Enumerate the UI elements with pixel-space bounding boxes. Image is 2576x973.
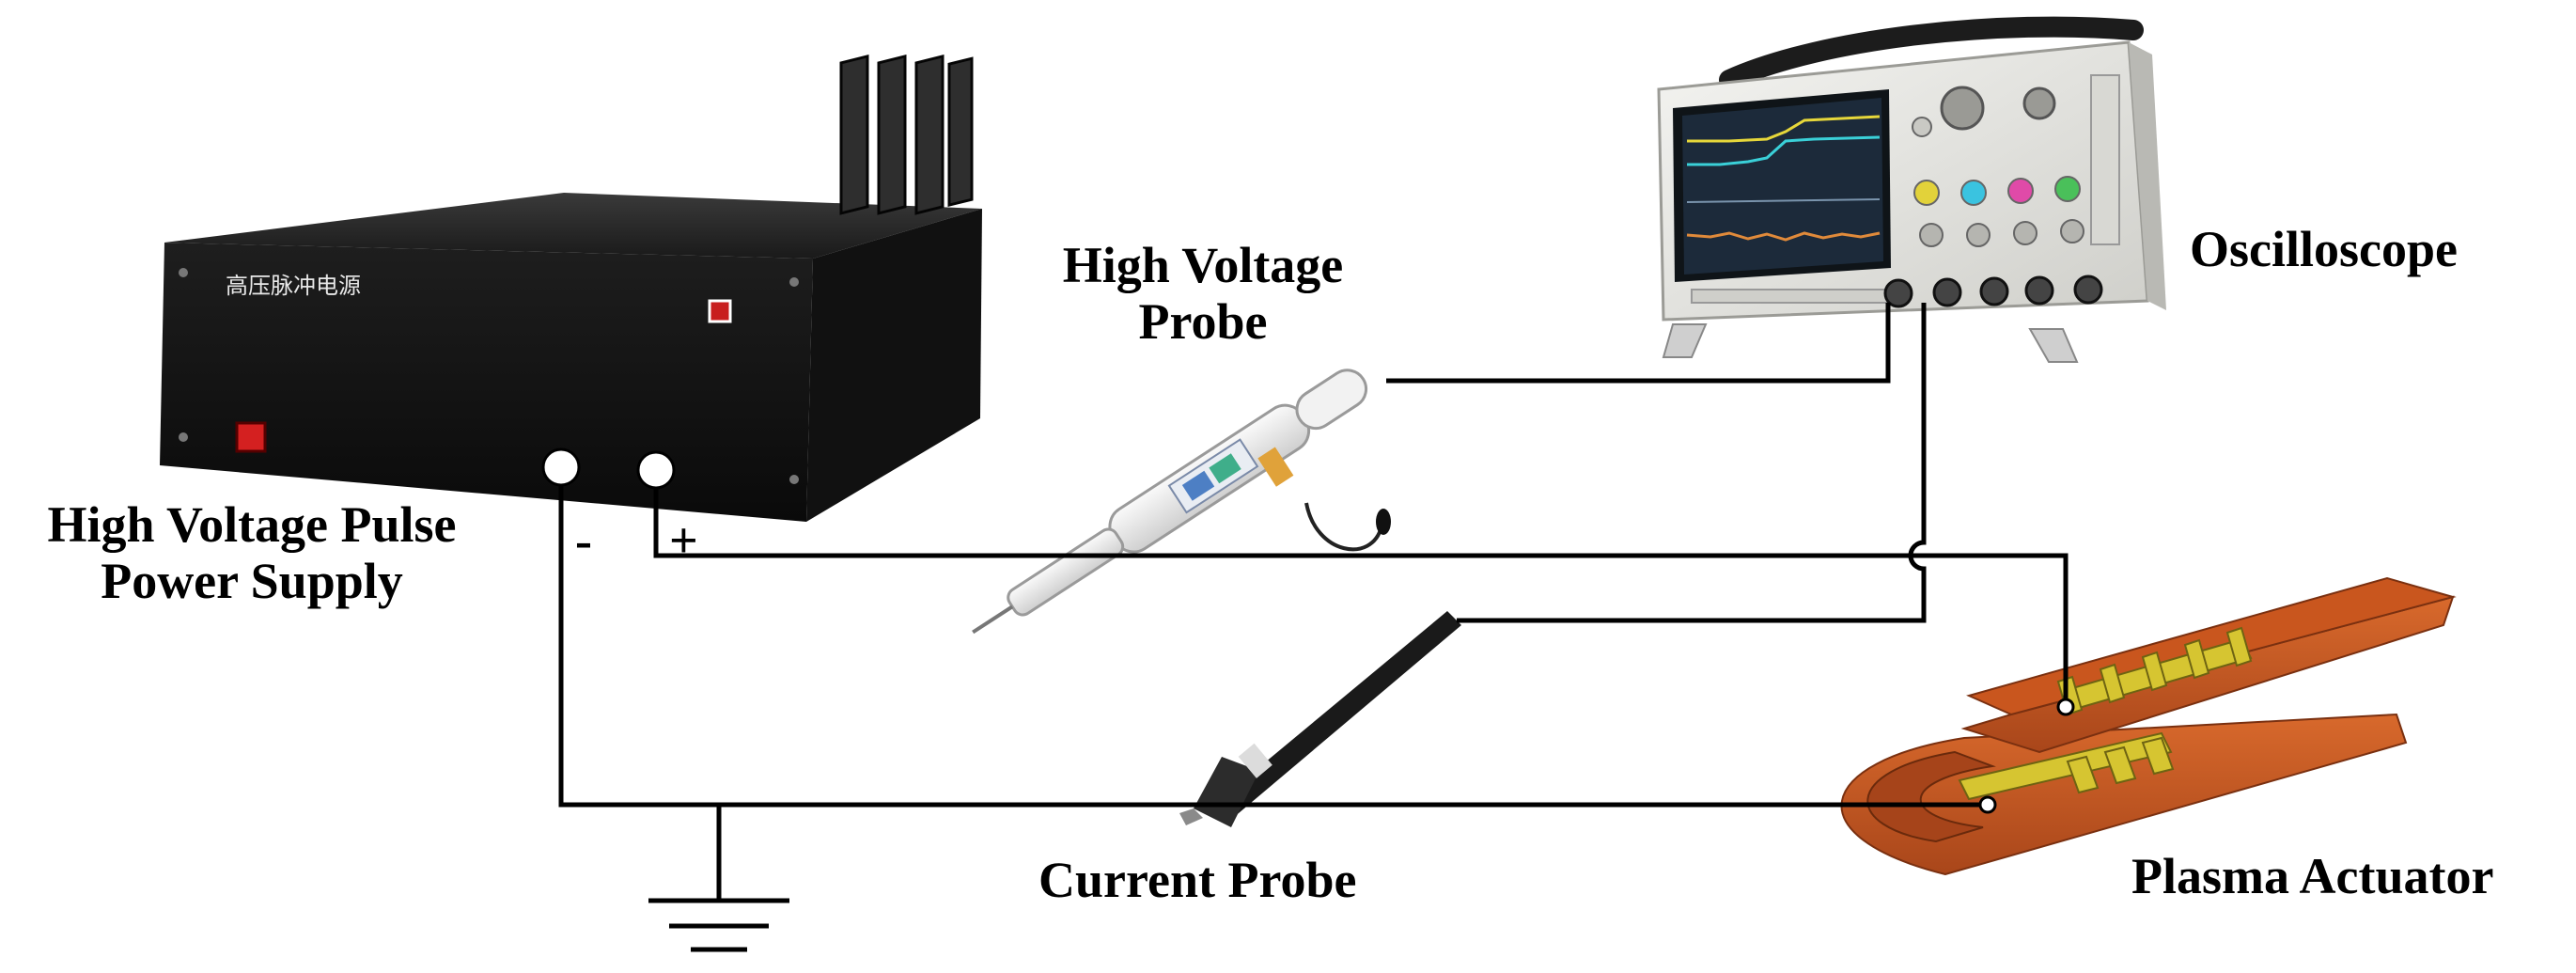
high-voltage-probe: [972, 369, 1391, 635]
wire-negative: [558, 485, 1988, 808]
hv-probe-label: High Voltage Probe: [1043, 237, 1363, 351]
scope-input-connectors: [1883, 275, 2103, 308]
power-supply-label: High Voltage Pulse Power Supply: [8, 496, 496, 610]
positive-label: +: [669, 512, 698, 569]
oscilloscope-label: Oscilloscope: [2190, 221, 2458, 277]
wire-positive: [653, 488, 2069, 707]
power-supply-label-line2: Power Supply: [101, 553, 403, 610]
current-probe-body: [1215, 611, 1461, 818]
hv-probe-label-line2: Probe: [1138, 293, 1268, 351]
scope-controls: [1691, 74, 2120, 304]
lower-electrode-contact: [1978, 795, 1997, 814]
scope-handle: [1719, 16, 2144, 90]
scope-foot: [1662, 323, 1708, 358]
plasma-actuator: [1840, 576, 2457, 876]
screw: [179, 432, 188, 442]
scope-trace-orange: [1686, 231, 1881, 242]
negative-terminal: [541, 447, 581, 487]
screw: [789, 475, 799, 484]
power-supply-panel-text: 高压脉冲电源: [226, 273, 361, 299]
screw: [789, 277, 799, 287]
current-probe-jaw: [1194, 757, 1259, 827]
probe-ground-lead: [1304, 502, 1383, 552]
wire-hv-probe-to-scope: [1386, 303, 1891, 384]
negative-label: -: [575, 512, 592, 569]
scope-screen: [1682, 98, 1883, 275]
indicator-light: [708, 299, 732, 323]
scope-foot: [2028, 328, 2079, 363]
actuator-lower-plate: [1840, 713, 2408, 876]
positive-terminal: [636, 450, 676, 490]
ground-symbol: [648, 898, 789, 952]
current-probe-label: Current Probe: [1038, 852, 1357, 908]
scope-side: [2129, 42, 2166, 310]
scope-trace-cyan: [1687, 135, 1881, 166]
power-supply-side: [806, 209, 982, 522]
power-supply-label-line1: High Voltage Pulse: [47, 496, 457, 553]
power-supply-top: [164, 193, 982, 259]
hv-probe-label-line1: High Voltage: [1062, 237, 1344, 293]
wiring: [558, 303, 2069, 901]
vent-grille: [839, 54, 974, 215]
screw: [179, 268, 188, 277]
lower-electrode: [1958, 731, 2175, 801]
scope-trace-yellow: [1687, 115, 1881, 143]
oscilloscope: [1657, 16, 2166, 363]
upper-electrode-contact: [2056, 698, 2075, 716]
actuator-upper-plate: [1960, 595, 2455, 754]
actuator-rolled-edge: [1866, 750, 1996, 843]
current-probe: [1179, 611, 1461, 827]
power-supply: 高压脉冲电源: [160, 54, 982, 522]
power-switch: [235, 421, 267, 453]
plasma-actuator-label: Plasma Actuator: [2131, 848, 2494, 904]
